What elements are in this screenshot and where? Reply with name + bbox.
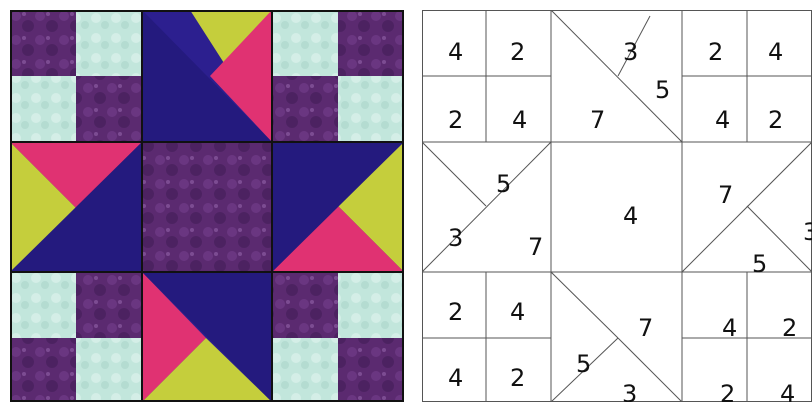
label-top-left-bl: 2 [448,106,463,134]
four-patch-bottom-left [10,272,142,402]
label-bottom-left-bl: 4 [448,364,463,392]
label-top-right-tr: 4 [768,38,783,66]
label-top-right-br: 2 [768,106,783,134]
label-bottom-left-tl: 2 [448,298,463,326]
label-mid-right-b: 3 [803,218,812,246]
label-bottom-center-c: 3 [622,380,637,402]
label-top-center-c: 7 [590,106,605,134]
label-mid-left-b: 3 [448,224,463,252]
label-mid-right-a: 7 [718,181,733,209]
label-bottom-left-tr: 4 [510,298,525,326]
label-top-right-bl: 4 [715,106,730,134]
label-bottom-right-tl: 4 [722,314,737,342]
label-mid-right-c: 5 [752,250,767,278]
label-top-left-tl: 4 [448,38,463,66]
label-bottom-center-a: 7 [638,314,653,342]
label-top-center-a: 3 [623,38,638,66]
four-patch-top-left [10,10,142,142]
label-bottom-right-br: 4 [780,380,795,402]
label-top-left-tr: 2 [510,38,525,66]
label-top-center-b: 5 [655,76,670,104]
flying-geese-right [272,142,404,272]
label-mid-left-c: 7 [528,233,543,261]
label-center: 4 [623,202,638,230]
label-top-left-br: 4 [512,106,527,134]
center-square [142,142,272,272]
label-bottom-right-bl: 2 [720,380,735,402]
label-bottom-center-b: 5 [576,350,591,378]
label-bottom-right-tr: 2 [782,314,797,342]
flying-geese-top [142,10,272,142]
four-patch-bottom-right [272,272,404,402]
four-patch-top-right [272,10,404,142]
flying-geese-left [10,142,142,272]
label-top-right-tl: 2 [708,38,723,66]
label-mid-left-a: 5 [496,170,511,198]
flying-geese-bottom [142,272,272,402]
label-bottom-left-br: 2 [510,364,525,392]
quilt-block-photo [10,10,404,402]
quilt-number-diagram: 4 2 2 4 3 5 7 2 4 4 2 5 3 7 4 7 3 5 2 4 … [422,10,812,402]
